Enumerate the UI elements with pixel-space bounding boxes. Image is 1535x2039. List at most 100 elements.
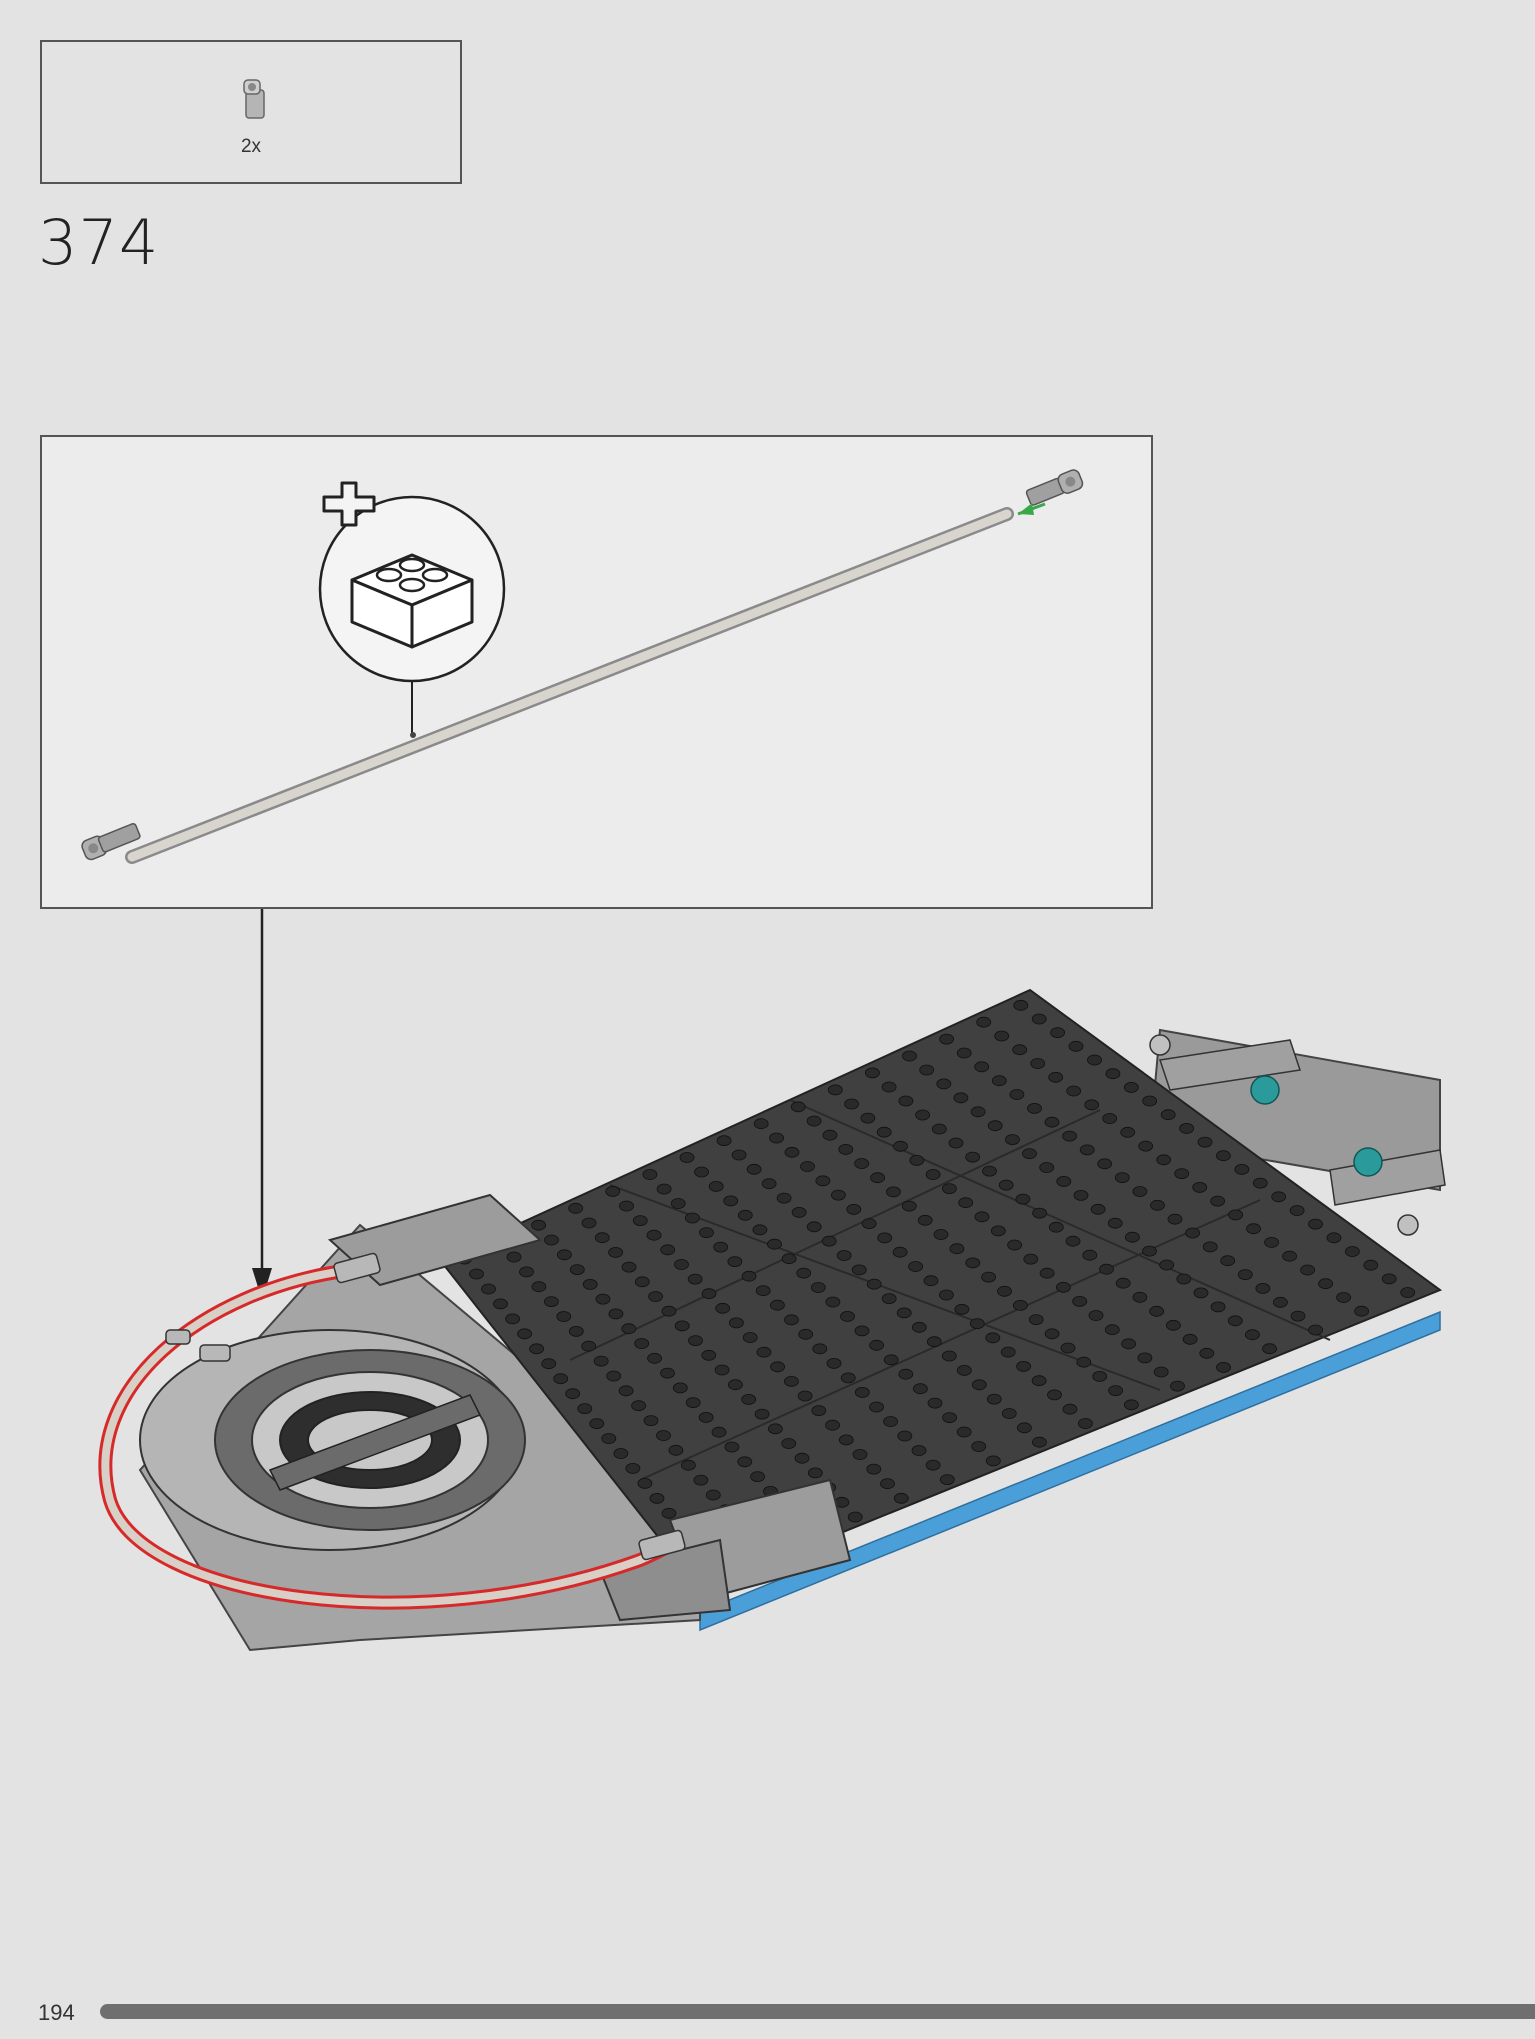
stud [854, 1387, 870, 1398]
stud [958, 1197, 974, 1209]
stud [1137, 1352, 1153, 1364]
stud [581, 1217, 597, 1229]
stud [898, 1368, 914, 1380]
stud [601, 1433, 617, 1444]
stud [942, 1183, 957, 1194]
stud [1015, 1193, 1031, 1205]
stud [1264, 1237, 1279, 1248]
stud [881, 1081, 897, 1093]
stud [948, 1137, 964, 1149]
stud [1090, 1203, 1106, 1215]
landing-pad [139, 1329, 526, 1551]
stud [768, 1423, 783, 1435]
stud [981, 1271, 996, 1283]
stud [750, 1471, 765, 1482]
stud [505, 1313, 520, 1325]
stud [1044, 1328, 1060, 1340]
stud [1179, 1123, 1194, 1134]
stud [569, 1264, 585, 1275]
stud [927, 1397, 943, 1409]
stud [971, 1379, 987, 1391]
stud [661, 1507, 677, 1519]
stud [812, 1343, 828, 1355]
stud [634, 1338, 650, 1349]
stud [1068, 1040, 1084, 1052]
stud [915, 1109, 930, 1121]
stud [1115, 1277, 1131, 1289]
stud [925, 1459, 941, 1471]
stud [731, 1149, 747, 1161]
stud [724, 1441, 740, 1453]
stud [457, 1253, 472, 1265]
stud [1271, 1191, 1287, 1203]
stud [877, 1232, 893, 1244]
stud [976, 1016, 992, 1028]
stud [481, 1283, 496, 1295]
stud [796, 1267, 812, 1279]
stud [911, 1321, 927, 1333]
stud [1039, 1162, 1055, 1173]
stud [1013, 999, 1029, 1011]
stud [1027, 1103, 1042, 1114]
stud [866, 1278, 882, 1290]
stud [883, 1416, 898, 1427]
stud [711, 1426, 727, 1438]
stud [1237, 1269, 1253, 1280]
stud [854, 1158, 870, 1169]
stud [831, 1189, 846, 1201]
stud [965, 1151, 981, 1163]
stud [1167, 1213, 1183, 1225]
stud [896, 1307, 912, 1319]
stud [931, 1123, 947, 1135]
stud [687, 1273, 703, 1285]
stud [821, 1235, 837, 1247]
stud [1153, 1366, 1169, 1378]
stud [1142, 1095, 1158, 1107]
stud [1252, 1177, 1268, 1189]
stud [1160, 1109, 1176, 1121]
stud [716, 1135, 732, 1146]
stud [1104, 1324, 1120, 1336]
stud [1107, 1217, 1123, 1229]
stud [954, 1303, 970, 1315]
stud [1132, 1186, 1148, 1197]
stud [1102, 1113, 1118, 1124]
stud [970, 1106, 986, 1118]
stud [761, 1178, 777, 1190]
stud [846, 1204, 862, 1215]
stud [781, 1253, 797, 1265]
stud [1255, 1283, 1271, 1294]
stud [1150, 1199, 1165, 1211]
stud [742, 1332, 758, 1343]
stud [681, 1459, 696, 1471]
stud [969, 1318, 985, 1329]
stud [1017, 1422, 1032, 1434]
stud [1039, 1267, 1055, 1279]
stud [699, 1227, 714, 1238]
stud [648, 1291, 663, 1302]
progress-bar [100, 2004, 1535, 2019]
stud [942, 1412, 957, 1423]
stud [1050, 1027, 1065, 1038]
stud [754, 1408, 770, 1420]
stud [909, 1155, 925, 1166]
stud [893, 1492, 909, 1504]
stud [1381, 1273, 1397, 1285]
stud [1149, 1305, 1164, 1317]
stud [670, 1198, 686, 1209]
placement-arrow-head [252, 1268, 272, 1300]
stud [1005, 1134, 1020, 1145]
sub-assembly-callout [40, 435, 1153, 909]
stud [752, 1224, 768, 1236]
stud [568, 1326, 584, 1337]
stud [715, 1302, 731, 1314]
stud [913, 1383, 928, 1395]
stud [756, 1346, 772, 1358]
stud [925, 1169, 941, 1180]
stud [1012, 1044, 1028, 1056]
stud [1216, 1362, 1231, 1373]
stud [1176, 1273, 1192, 1285]
stud [898, 1095, 914, 1107]
stud [1001, 1408, 1017, 1419]
stud [672, 1382, 688, 1394]
